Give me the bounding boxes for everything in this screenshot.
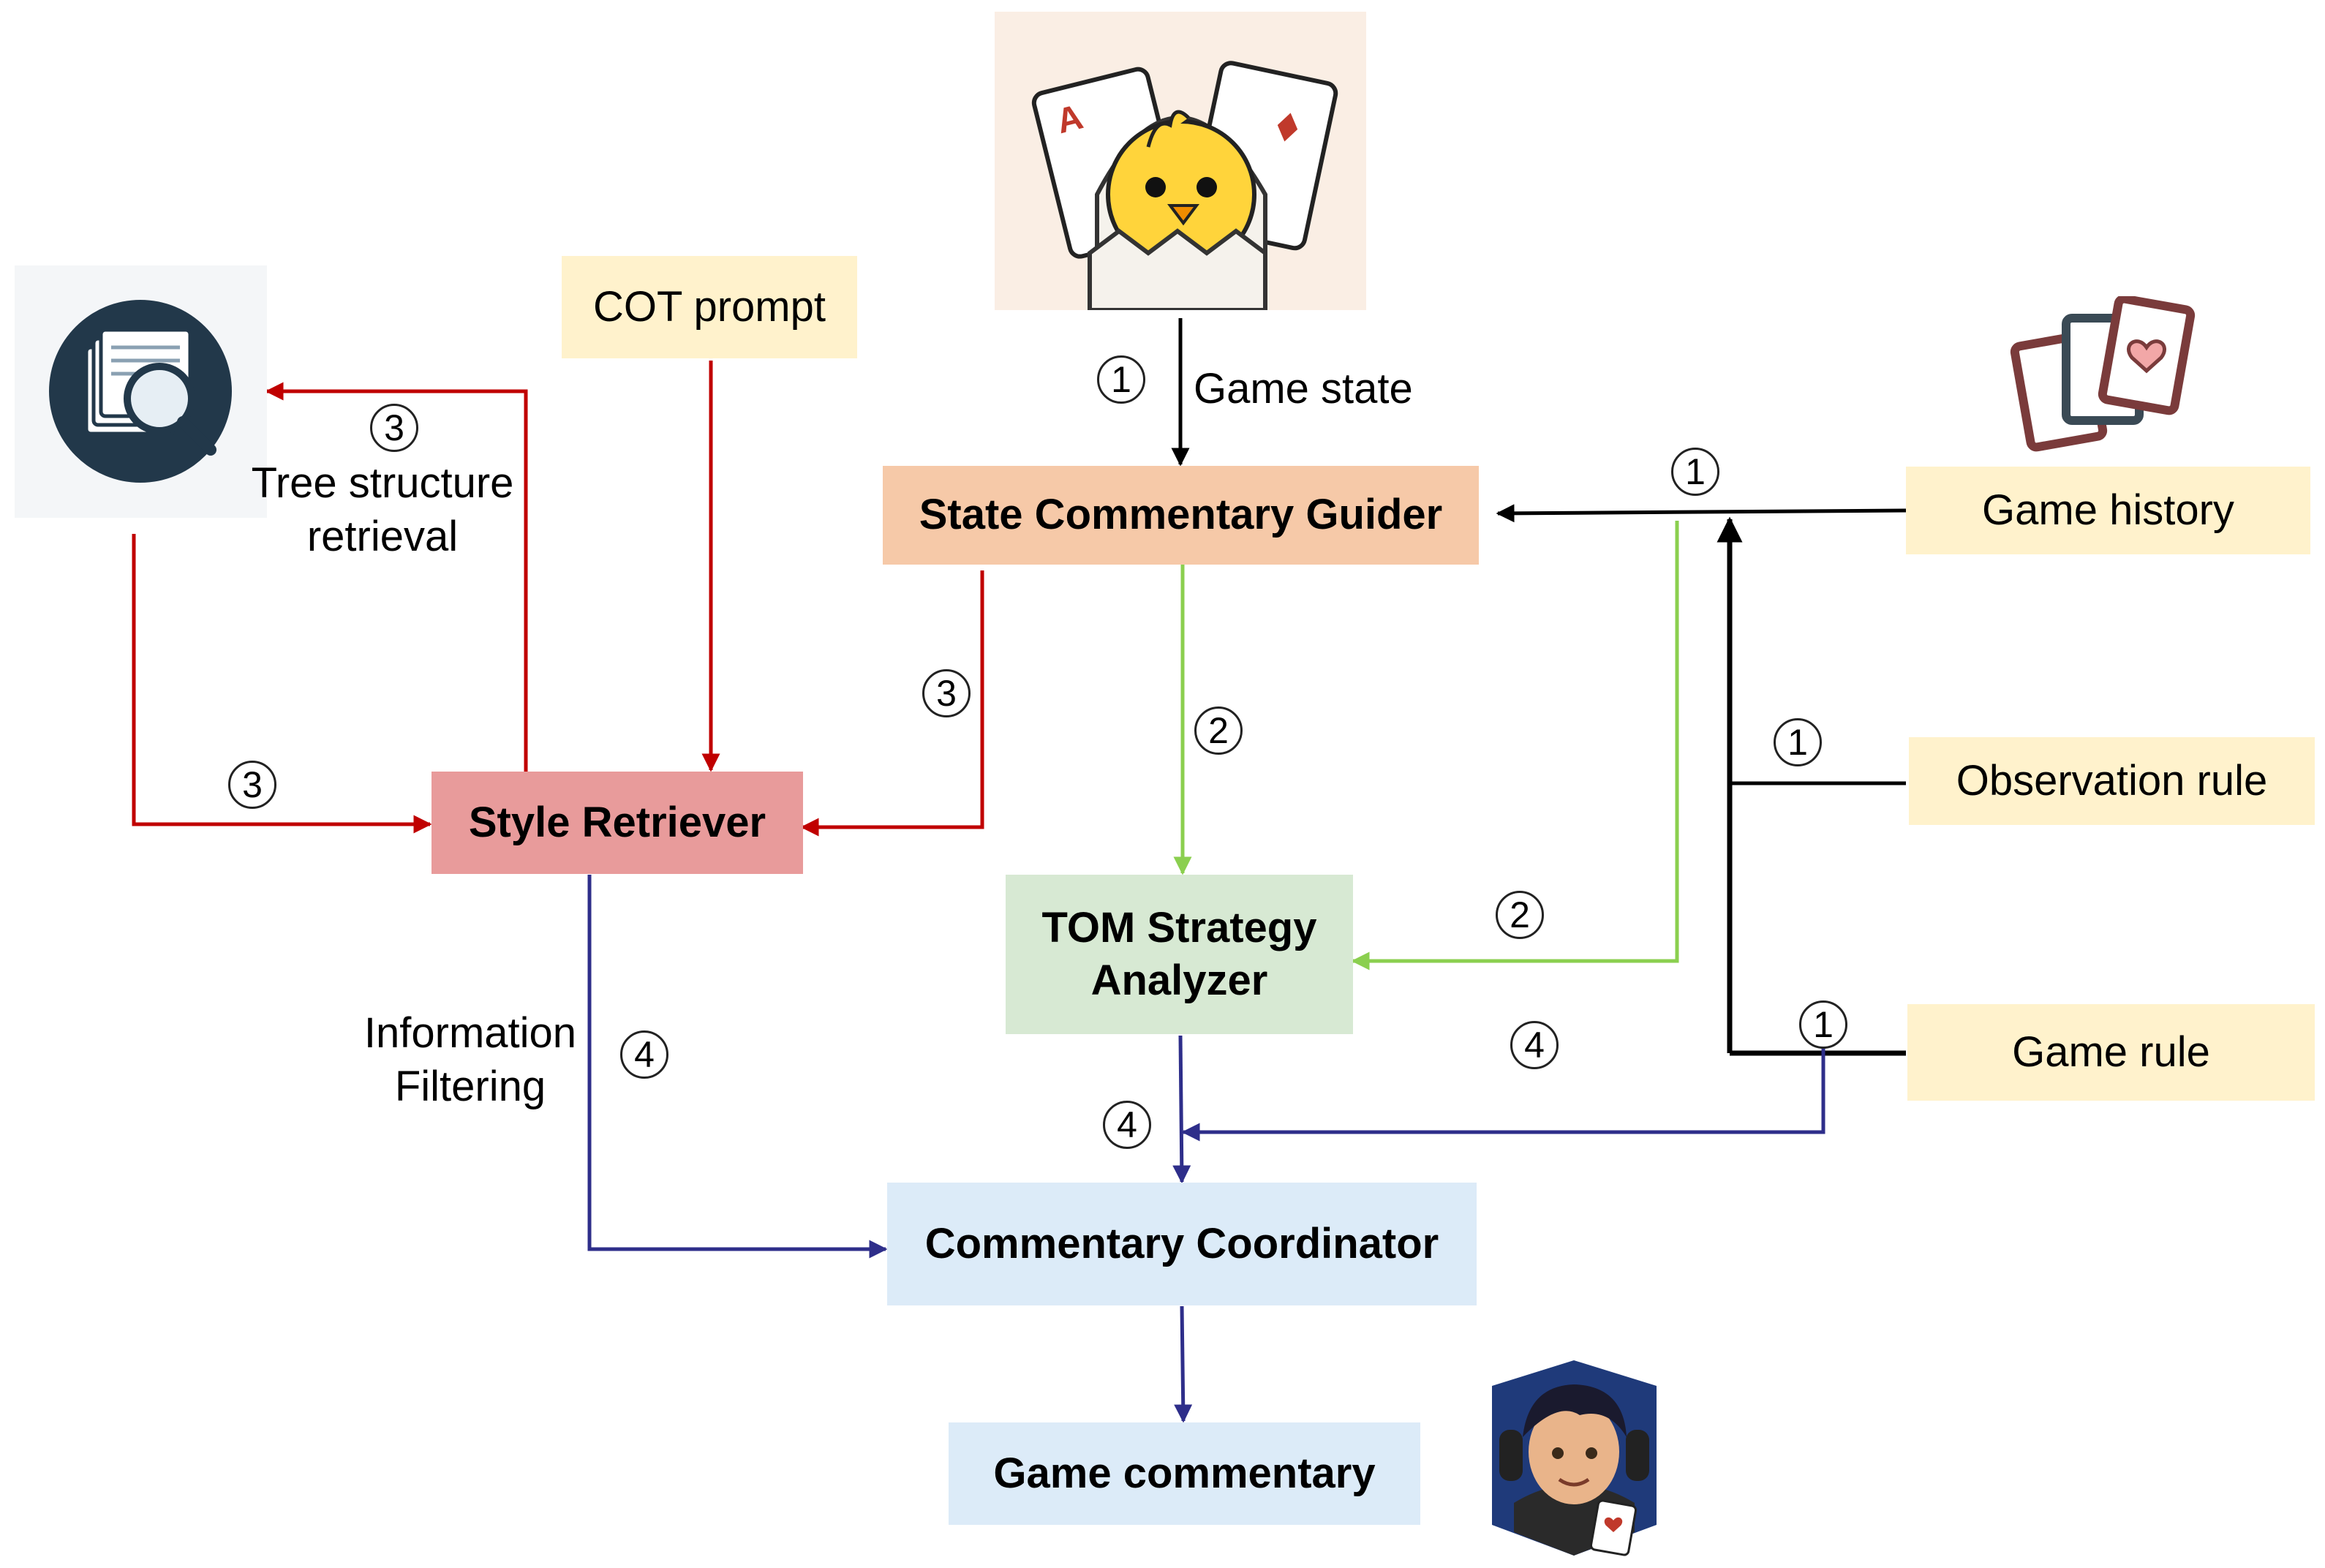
game-commentary-label: Game commentary: [993, 1449, 1376, 1497]
game-state-edge-label: Game state: [1194, 365, 1413, 412]
step-badge-1-game-rule: 1: [1799, 1000, 1847, 1049]
game-history-label: Game history: [1982, 486, 2234, 534]
arrow-retriever-to-doc: [265, 382, 528, 772]
commentator-avatar-illustration: [1470, 1357, 1678, 1558]
cot-prompt-label: COT prompt: [592, 282, 826, 331]
step-badge-4-game-rule: 4: [1510, 1021, 1559, 1069]
step-badge-3-tree-retrieval: 3: [370, 404, 418, 452]
tree-label-line-1: Tree structure: [251, 459, 514, 507]
document-search-icon: [15, 265, 267, 518]
cot-prompt-input: COT prompt: [562, 256, 857, 358]
info-label-line-1: Information: [363, 1009, 577, 1057]
chick-in-egg-with-cards-illustration: A: [995, 12, 1366, 312]
game-history-input: Game history: [1906, 467, 2310, 554]
step-badge-2-history: 2: [1496, 891, 1544, 939]
arrow-history-to-guider: [1496, 504, 1907, 523]
information-filtering-label: Information Filtering: [350, 1007, 591, 1113]
arrow-rule-to-coordinator: [1181, 1024, 1825, 1142]
arrow-retriever-to-coordinator: [587, 875, 888, 1259]
step-badge-3-document: 3: [228, 761, 276, 809]
tom-strategy-analyzer-node: TOM Strategy Analyzer: [1006, 875, 1353, 1034]
step-badge-1-game-state: 1: [1097, 355, 1145, 404]
step-badge-1-observation-rule: 1: [1774, 718, 1822, 766]
step-badge-4-filtering: 4: [620, 1030, 668, 1079]
commentary-coordinator-label: Commentary Coordinator: [924, 1219, 1439, 1267]
tree-structure-retrieval-label: Tree structure retrieval: [244, 457, 521, 563]
game-commentary-output: Game commentary: [949, 1422, 1420, 1525]
tom-label-line-1: TOM Strategy: [1041, 903, 1317, 951]
arrow-tom-to-coordinator: [1172, 1035, 1191, 1184]
style-retriever-label: Style Retriever: [468, 798, 766, 846]
style-retriever-node: Style Retriever: [432, 772, 803, 874]
step-badge-2-guider: 2: [1194, 706, 1243, 755]
step-badge-1-game-history: 1: [1671, 448, 1719, 496]
game-rule-input: Game rule: [1907, 1004, 2315, 1101]
observation-rule-input: Observation rule: [1909, 737, 2315, 825]
arrow-history-to-tom: [1351, 521, 1679, 970]
arrow-coordinator-to-commentary: [1174, 1305, 1193, 1423]
observation-rule-label: Observation rule: [1956, 756, 2268, 804]
playing-cards-icon: [2008, 294, 2198, 453]
commentary-coordinator-node: Commentary Coordinator: [887, 1183, 1477, 1305]
tree-label-line-2: retrieval: [306, 512, 459, 560]
tom-label-line-2: Analyzer: [1090, 957, 1268, 1004]
game-rule-label: Game rule: [2012, 1028, 2210, 1076]
info-label-line-2: Filtering: [394, 1062, 546, 1110]
arrow-guider-to-retriever: [800, 570, 984, 837]
step-badge-4-tom: 4: [1103, 1101, 1151, 1149]
arrow-doc-to-retriever: [132, 534, 432, 834]
state-commentary-guider-node: State Commentary Guider: [883, 466, 1479, 565]
state-commentary-guider-label: State Commentary Guider: [919, 491, 1443, 539]
step-badge-3-guider: 3: [922, 669, 971, 717]
